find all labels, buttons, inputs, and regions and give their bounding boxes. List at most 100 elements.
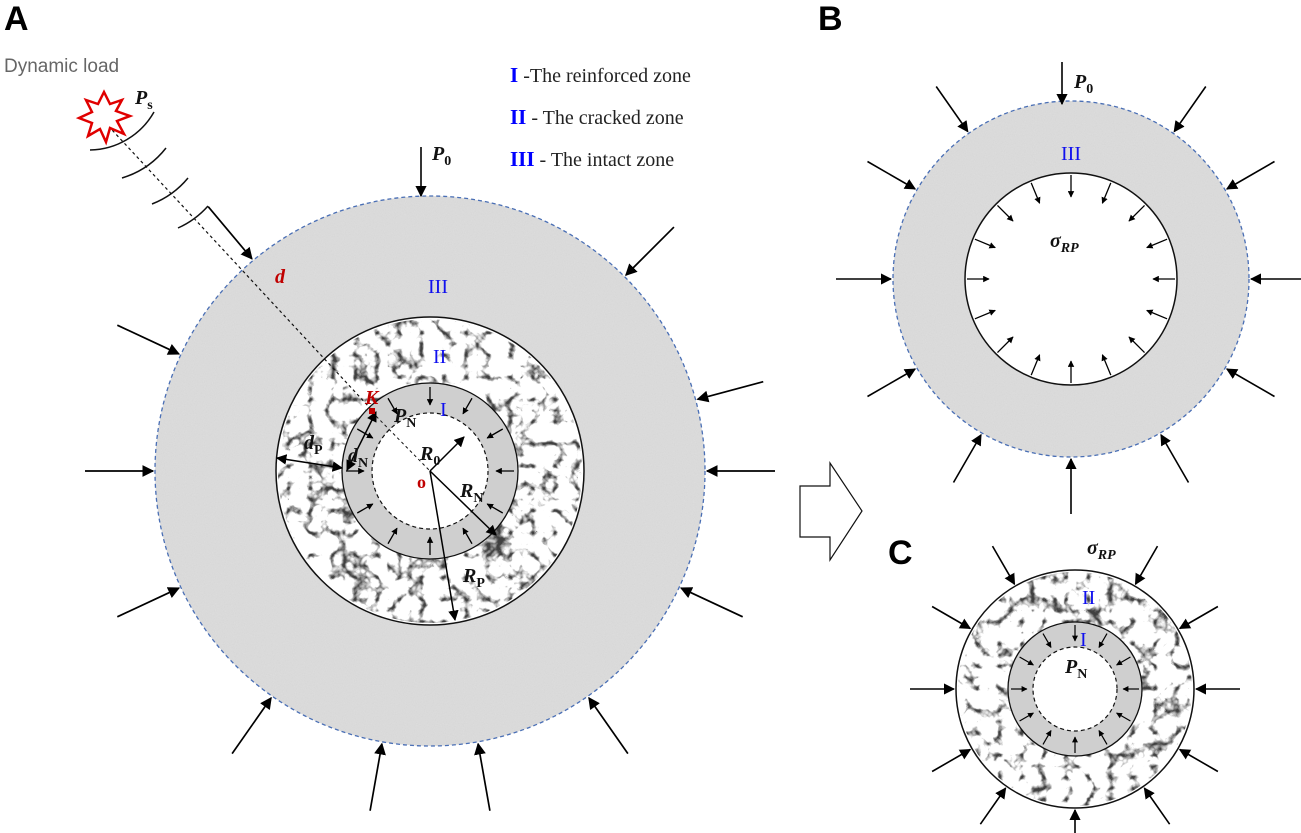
outer-load-arrow-a-7 — [369, 742, 386, 811]
outer-load-arrow-a-11 — [116, 324, 181, 355]
boundary-stress-arrows-b — [967, 175, 1175, 383]
legend-item-1: I -The reinforced zone — [510, 63, 691, 87]
support-arrow-c-3 — [1098, 730, 1108, 745]
k-origin-line — [371, 411, 431, 472]
support-arrow-c-8 — [1019, 656, 1034, 666]
radius-rp-line — [429, 470, 459, 622]
zone-label-iii-b: III — [1061, 143, 1081, 165]
sigma-label-b: σRP — [1050, 230, 1079, 256]
panel-label-b: B — [818, 0, 843, 38]
support-arrow-a-8 — [356, 428, 374, 439]
transition-arrow-icon — [799, 461, 863, 563]
panel-b-diagram: III σRP P0 — [836, 62, 1301, 514]
support-arrows-a — [346, 387, 514, 555]
outer-load-arrow-a-9 — [116, 587, 181, 618]
p0-label-a: P0 — [431, 143, 451, 169]
dn-label: dN — [348, 445, 368, 471]
point-k-label: K — [364, 387, 380, 409]
sigma-label-c: σRP — [1087, 537, 1116, 563]
point-k-marker — [369, 408, 375, 414]
outer-load-arrow-b-11 — [935, 86, 969, 133]
intact-zone-boundary-a — [154, 195, 706, 747]
outer-load-arrow-a-12 — [207, 206, 253, 260]
legend-roman-3: III — [510, 147, 535, 171]
panel-label-c: C — [888, 534, 913, 572]
outer-load-arrow-b-7 — [952, 433, 982, 483]
panel-label-a: A — [4, 0, 29, 38]
outer-load-arrows-b — [836, 86, 1301, 514]
support-arrow-a-9 — [387, 397, 398, 415]
zone-label-ii-a: II — [433, 346, 446, 368]
zone-label-i-c: I — [1080, 629, 1087, 651]
legend-text-1: -The reinforced zone — [518, 65, 691, 87]
legend-text-3: - The intact zone — [535, 149, 675, 171]
cavity-boundary-b — [964, 172, 1178, 386]
boundary-stress-arrow-b-2 — [1146, 309, 1168, 320]
boundary-stress-arrow-b-12 — [1030, 182, 1041, 204]
support-arrow-c-11 — [1098, 633, 1108, 648]
legend-item-2: II - The cracked zone — [510, 105, 684, 129]
outer-load-arrow-c-1 — [1134, 545, 1159, 586]
boundary-stress-arrow-b-7 — [997, 336, 1014, 353]
zone-label-ii-c: II — [1082, 587, 1095, 609]
support-arrow-a-2 — [486, 503, 504, 514]
zone-label-i-a: I — [440, 399, 447, 421]
rn-label: RN — [459, 480, 483, 506]
legend-roman-1: I — [510, 63, 518, 87]
support-arrow-a-11 — [462, 397, 473, 415]
outer-load-arrow-a-6 — [474, 742, 491, 811]
outer-load-arrow-c-5 — [1143, 787, 1171, 825]
r0-label: R0 — [419, 443, 440, 469]
boundary-stress-arrow-b-14 — [1101, 182, 1112, 204]
boundary-stress-arrow-b-10 — [974, 238, 996, 249]
outer-load-arrow-c-4 — [1178, 748, 1219, 773]
support-arrow-a-3 — [462, 527, 473, 545]
support-arrow-c-12 — [1116, 656, 1131, 666]
panel-c-diagram: II I PN σRP — [910, 537, 1240, 833]
support-arrows-c — [1011, 625, 1139, 753]
boundary-stress-arrow-b-11 — [997, 205, 1014, 222]
boundary-stress-arrow-b-16 — [1146, 238, 1168, 249]
support-arrow-a-6 — [356, 503, 374, 514]
outer-load-arrow-b-2 — [1225, 160, 1275, 190]
explosion-icon — [75, 89, 134, 146]
legend: I -The reinforced zone II - The cracked … — [510, 63, 691, 171]
boundary-stress-arrow-b-8 — [974, 309, 996, 320]
radius-r0-line — [429, 436, 465, 472]
boundary-stress-arrow-b-3 — [1128, 336, 1145, 353]
dp-label: dP — [304, 432, 323, 458]
outer-load-arrow-c-2 — [1178, 605, 1219, 630]
legend-text-2: - The cracked zone — [526, 107, 683, 129]
outer-load-arrow-a-4 — [679, 587, 744, 618]
support-arrow-c-5 — [1042, 730, 1052, 745]
boundary-stress-arrow-b-15 — [1128, 205, 1145, 222]
legend-roman-2: II — [510, 105, 526, 129]
support-arrow-c-9 — [1042, 633, 1052, 648]
outer-load-arrow-a-8 — [231, 696, 272, 755]
rp-label: RP — [462, 565, 485, 591]
outer-load-arrows-a — [85, 206, 775, 811]
wave-path-line — [99, 116, 371, 409]
outer-load-arrow-c-8 — [931, 748, 972, 773]
outer-load-arrow-c-7 — [979, 787, 1007, 825]
support-arrow-a-5 — [387, 527, 398, 545]
boundary-stress-arrow-b-4 — [1101, 354, 1112, 376]
dynamic-load-label: Dynamic load — [4, 56, 119, 77]
legend-item-3: III - The intact zone — [510, 147, 674, 171]
outer-load-arrow-b-8 — [867, 368, 917, 398]
outer-load-arrow-c-10 — [931, 605, 972, 630]
zone-label-iii-a: III — [428, 276, 448, 298]
ps-label: Ps — [134, 87, 153, 113]
support-arrow-a-12 — [486, 428, 504, 439]
outer-load-arrow-b-1 — [1173, 86, 1207, 133]
radius-rn-line — [429, 470, 497, 536]
outer-load-arrow-a-5 — [588, 696, 629, 755]
outer-load-arrow-b-10 — [867, 160, 917, 190]
outer-load-arrow-a-2 — [696, 380, 764, 403]
wave-arcs-icon — [89, 111, 209, 229]
support-arrow-c-6 — [1019, 712, 1034, 722]
tunnel-opening-c — [1032, 646, 1118, 732]
panel-a-diagram: K o III II I d PN R0 RN RP dP dN P0 Dyna… — [4, 56, 775, 811]
pn-label-c: PN — [1064, 656, 1087, 682]
